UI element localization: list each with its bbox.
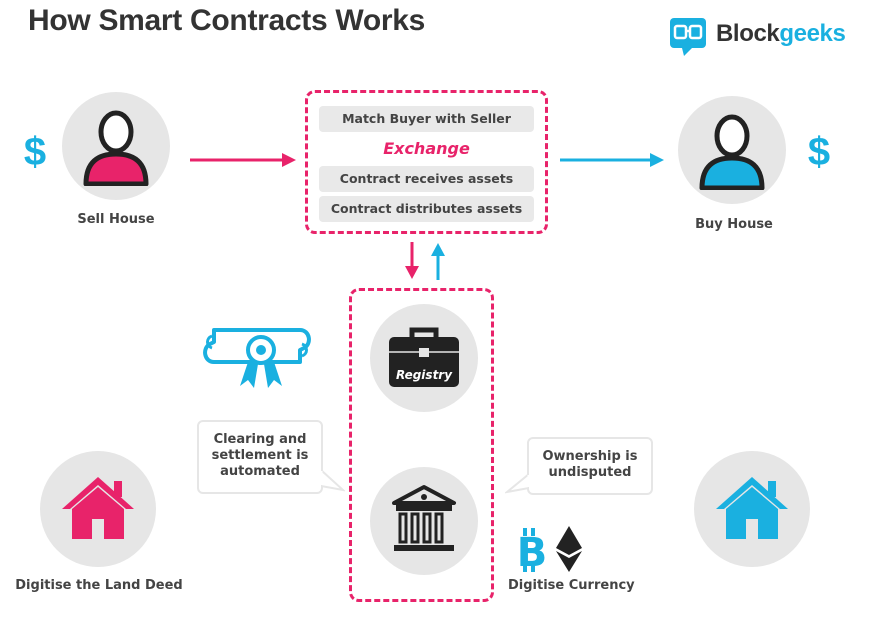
brand-logo	[668, 14, 868, 56]
registry-label: Registry	[395, 368, 453, 382]
clearing-settlement-bubble: Clearing and settlement is automated	[197, 420, 323, 494]
seller-avatar	[62, 92, 170, 200]
smart-contract-box: Match Buyer with Seller Exchange Contrac…	[305, 90, 548, 234]
bubble-line: automated	[220, 464, 300, 479]
buyer-avatar	[678, 96, 786, 204]
seller-person-icon	[83, 110, 149, 186]
bubble-pointer	[321, 470, 345, 492]
buyer-person-icon	[699, 114, 765, 190]
digitise-land-deed-label: Digitise the Land Deed	[15, 578, 183, 593]
bitcoin-icon: B	[517, 528, 547, 572]
brand-name-part1: Block	[716, 20, 780, 47]
certificate-ribbon-icon	[203, 328, 311, 388]
seller-to-contract-arrow	[190, 153, 296, 167]
brand-name-part2: geeks	[779, 20, 846, 47]
svg-text:$: $	[808, 130, 830, 172]
bubble-line: settlement is	[211, 448, 309, 463]
svg-text:$: $	[24, 130, 46, 172]
page-title: How Smart Contracts Works	[28, 4, 426, 37]
house-icon	[62, 477, 134, 539]
ethereum-icon	[556, 526, 582, 572]
bank-building-icon	[392, 485, 456, 551]
registry-bank-box	[349, 288, 494, 602]
buy-house-label: Buy House	[695, 217, 773, 232]
bubble-pointer	[505, 474, 529, 494]
bank-circle	[370, 467, 478, 575]
dollar-sign-icon: $	[24, 130, 46, 172]
contract-step-match: Match Buyer with Seller	[319, 106, 534, 132]
brand-name: Blockgeeks	[716, 20, 846, 48]
briefcase-icon	[389, 327, 459, 387]
house-icon	[716, 477, 788, 539]
bubble-line: Clearing and	[213, 432, 307, 447]
contract-step-distribute: Contract distributes assets	[319, 196, 534, 222]
digitise-currency-label: Digitise Currency	[508, 578, 635, 593]
contract-to-registry-arrow	[405, 242, 419, 279]
registry-circle: Registry	[370, 304, 478, 412]
contract-step-exchange: Exchange	[319, 136, 534, 162]
registry-to-contract-arrow	[431, 243, 445, 280]
bubble-line: Ownership is	[542, 449, 638, 464]
land-deed-circle	[40, 451, 156, 567]
contract-to-buyer-arrow	[560, 153, 664, 167]
bubble-line: undisputed	[548, 465, 632, 480]
blockgeeks-logo-icon	[670, 18, 706, 56]
sell-house-label: Sell House	[77, 212, 155, 227]
contract-step-receive: Contract receives assets	[319, 166, 534, 192]
ownership-bubble: Ownership is undisputed	[527, 437, 653, 495]
buyer-house-circle	[694, 451, 810, 567]
dollar-sign-icon: $	[808, 130, 830, 172]
